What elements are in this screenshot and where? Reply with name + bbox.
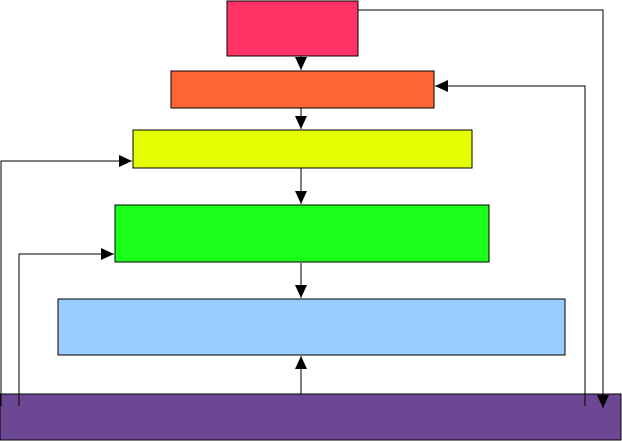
arrowhead-block-5-4 <box>295 285 307 298</box>
connector-block-6-to-block-3 <box>0 160 132 406</box>
arrowhead-block-3-2 <box>295 116 307 129</box>
arrowhead-block-2-7 <box>435 80 448 92</box>
connector-block-6-to-block-4 <box>18 253 114 406</box>
arrowhead-block-2-1 <box>295 57 307 70</box>
block-1 <box>226 0 359 57</box>
arrowhead-block-6-6 <box>597 395 609 408</box>
arrowhead-block-5-5 <box>295 356 307 369</box>
block-6 <box>0 393 622 441</box>
arrowhead-block-3-8 <box>119 155 132 167</box>
arrowhead-block-4-3 <box>295 191 307 204</box>
connector-block-6-to-block-2 <box>435 85 586 406</box>
connector-block-1-to-block-6 <box>358 9 604 408</box>
block-3 <box>132 129 473 169</box>
diagram-connectors <box>0 9 609 408</box>
block-4 <box>114 204 490 263</box>
arrowhead-block-4-9 <box>101 248 114 260</box>
block-2 <box>170 70 435 109</box>
block-5 <box>57 298 566 356</box>
